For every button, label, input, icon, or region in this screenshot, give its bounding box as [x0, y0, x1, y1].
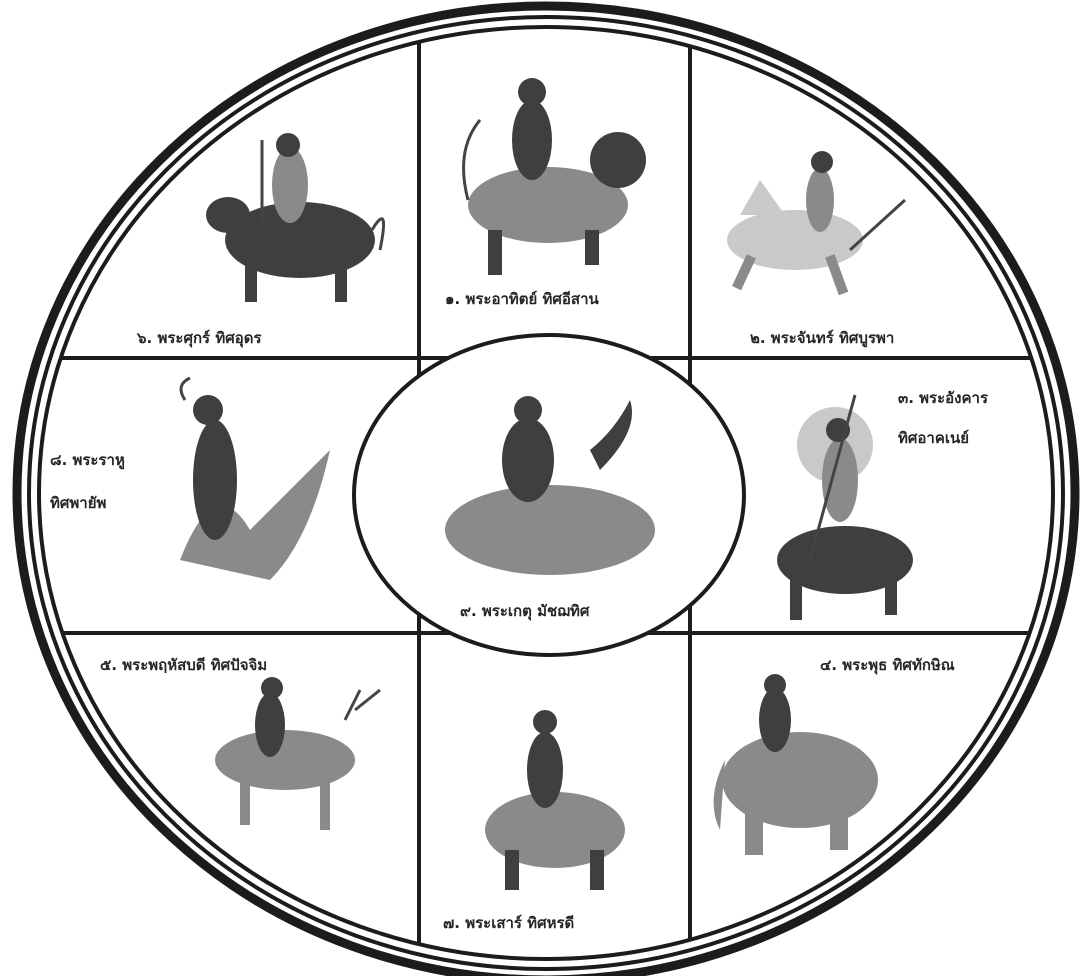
label-southeast-line2: ทิศอาคเนย์ [898, 429, 969, 447]
label-southeast-bottom: ๔. พระพุธ ทิศทักษิณ [820, 656, 955, 675]
label-west-line2: ทิศพายัพ [50, 494, 107, 512]
label-southeast-line1: ๓. พระอังคาร [898, 389, 989, 407]
label-southwest: ๕. พระพฤหัสบดี ทิศปัจจิม [100, 656, 267, 674]
label-south: ๗. พระเสาร์ ทิศหรดี [443, 914, 574, 932]
label-east: ๒. พระจันทร์ ทิศบูรพา [750, 329, 894, 348]
label-northeast: ๑. พระอาทิตย์ ทิศอีสาน [445, 290, 600, 308]
label-center: ๙. พระเกตุ มัชฌทิศ [460, 602, 590, 621]
label-north: ๖. พระศุกร์ ทิศอุดร [136, 329, 262, 348]
label-west-line1: ๘. พระราหู [50, 451, 125, 470]
